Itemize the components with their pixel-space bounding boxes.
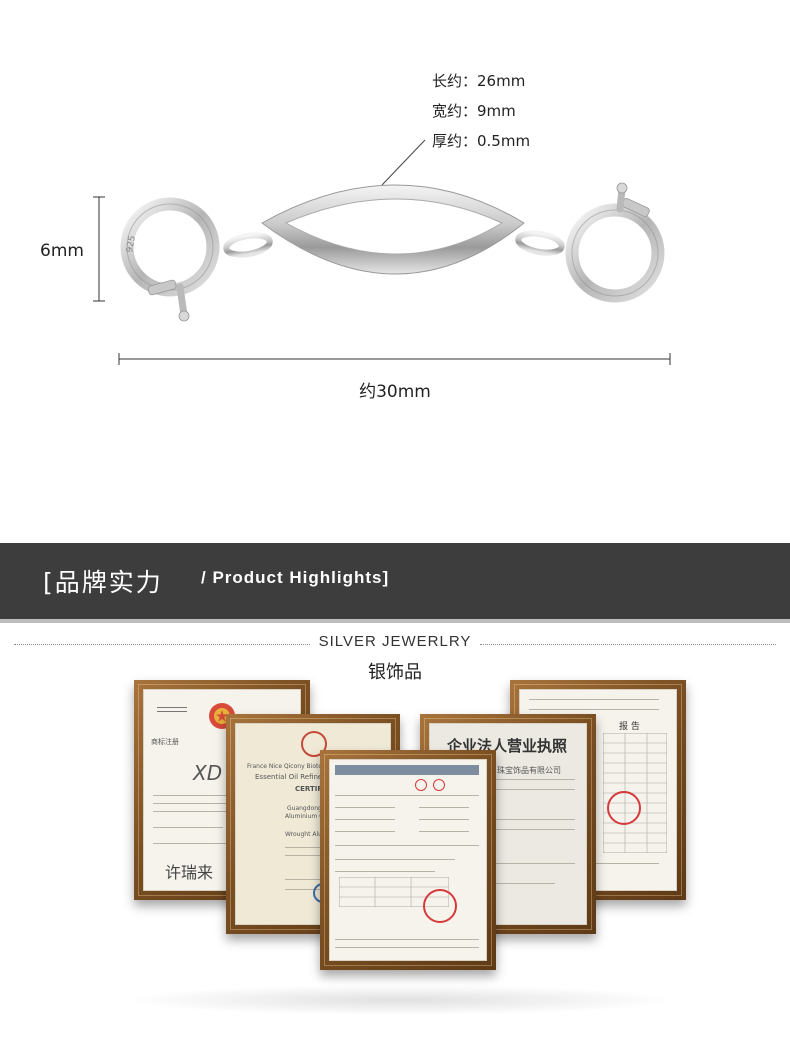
floor-shadow (120, 985, 680, 1015)
banner-accent-strip (0, 619, 790, 623)
spec-leader-line (381, 139, 426, 186)
test-report-seal (607, 791, 641, 825)
inspection-report (329, 759, 487, 961)
section-title-en: SILVER JEWERLRY (318, 633, 472, 650)
trademark-header: 商标注册 (151, 738, 179, 746)
divider-right (480, 644, 776, 645)
clasp-connector-image: 925 (120, 182, 665, 322)
spec-length: 长约：26mm (432, 72, 526, 90)
banner-subtitle: / Product Highlights] (201, 568, 390, 587)
test-report-title: 报 告 (619, 722, 640, 732)
oil-cert-line4: Guangdong Sam (287, 805, 338, 812)
height-dimension-bracket (93, 196, 105, 302)
inspection-mark-icon-2 (433, 779, 445, 791)
oil-certificate-seal (301, 731, 327, 757)
trademark-signature: 许瑞来 (165, 863, 214, 882)
spec-thickness: 厚约：0.5mm (432, 132, 531, 150)
inspection-report-frame (320, 750, 496, 970)
spec-width: 宽约：9mm (432, 102, 516, 120)
trademark-logo: XD (193, 761, 223, 785)
inspection-mark-icon (415, 779, 427, 791)
oil-cert-line1: France Nice Qicony Bioto (247, 763, 323, 770)
inspection-red-seal (423, 889, 457, 923)
length-dimension-label: 约30mm (359, 382, 431, 402)
divider-left (14, 644, 310, 645)
section-title-cn: 银饰品 (368, 662, 422, 683)
test-report-table (603, 733, 667, 853)
business-license-line1: 珠宝饰品有限公司 (497, 766, 561, 775)
brand-banner (0, 543, 790, 619)
length-dimension-bracket (118, 353, 671, 365)
silver-925-mark: 925 (125, 235, 138, 254)
banner-title: [品牌实力 (43, 568, 163, 597)
oil-cert-line6: Wrought Alumin (285, 831, 334, 838)
height-dimension-label: 6mm (40, 241, 84, 261)
oil-cert-line5: Aluminium Comp (285, 813, 337, 820)
oil-cert-line2: Essential Oil Refine (255, 773, 323, 781)
oil-cert-line3: CERTIFI (295, 785, 325, 793)
